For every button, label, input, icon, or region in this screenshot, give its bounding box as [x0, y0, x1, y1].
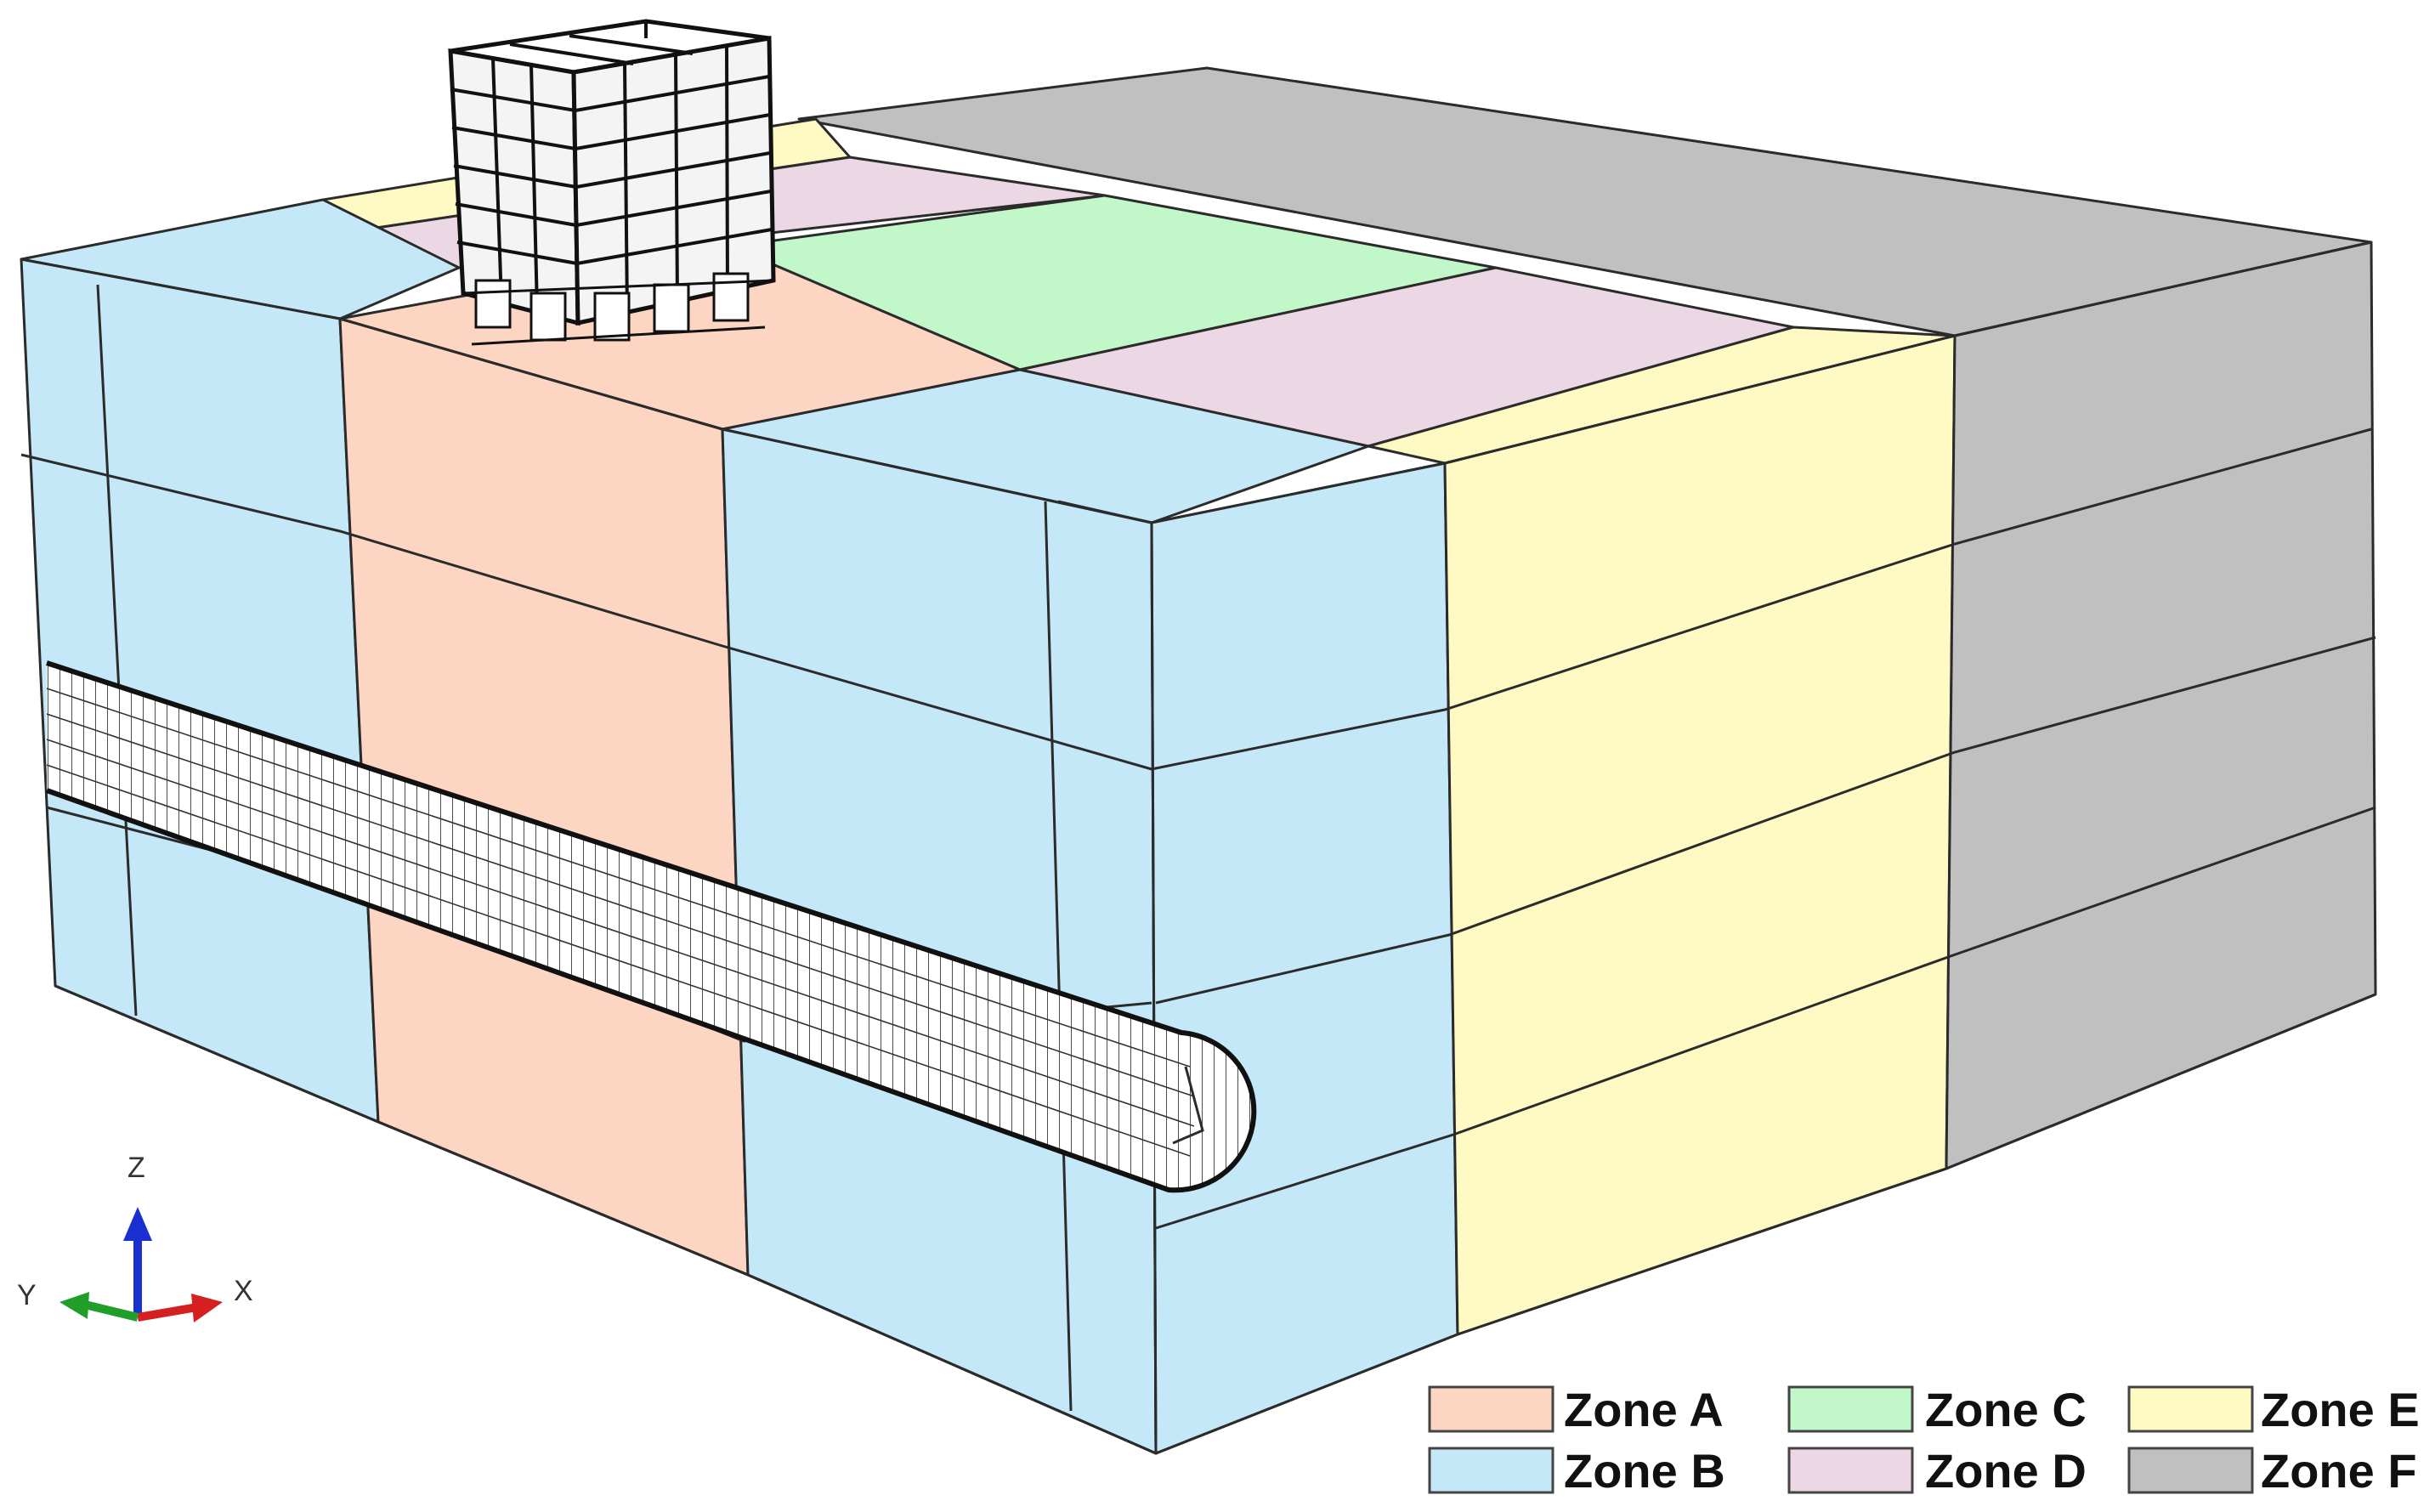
legend-item-zone-e: Zone E: [2127, 1383, 2420, 1436]
legend-item-zone-b: Zone B: [1428, 1444, 1725, 1498]
legend-label: Zone F: [2261, 1444, 2417, 1498]
legend: Zone A Zone B Zone C Zone D Zone E Zone …: [1428, 1383, 2420, 1498]
z-axis-arrow: [123, 1207, 152, 1241]
legend-label: Zone C: [1925, 1383, 2087, 1436]
y-axis-label: Y: [17, 1279, 37, 1311]
legend-label: Zone E: [2261, 1383, 2420, 1436]
legend-item-zone-c: Zone C: [1787, 1383, 2087, 1436]
legend-label: Zone A: [1564, 1383, 1724, 1436]
legend-swatch: [1787, 1447, 1914, 1494]
y-axis-arrow: [59, 1292, 89, 1319]
legend-swatch: [2127, 1385, 2254, 1433]
building-frame: [448, 19, 776, 346]
legend-item-zone-d: Zone D: [1787, 1444, 2087, 1498]
legend-swatch: [2127, 1447, 2254, 1494]
x-axis-label: X: [234, 1275, 253, 1307]
legend-label: Zone B: [1564, 1444, 1725, 1498]
x-axis-arrow: [191, 1294, 223, 1322]
front-face: [20, 258, 1158, 1455]
legend-item-zone-f: Zone F: [2127, 1444, 2417, 1498]
right-zone-b: [1150, 462, 1459, 1455]
legend-swatch: [1428, 1385, 1554, 1433]
legend-item-zone-a: Zone A: [1428, 1383, 1724, 1436]
legend-swatch: [1428, 1447, 1554, 1494]
z-axis-label: Z: [127, 1152, 145, 1184]
legend-swatch: [1787, 1385, 1914, 1433]
legend-label: Zone D: [1925, 1444, 2087, 1498]
right-zone-e: [1443, 334, 1956, 1336]
axis-triad: Z Y X: [17, 1152, 253, 1322]
right-zone-f: [1945, 241, 2377, 1170]
